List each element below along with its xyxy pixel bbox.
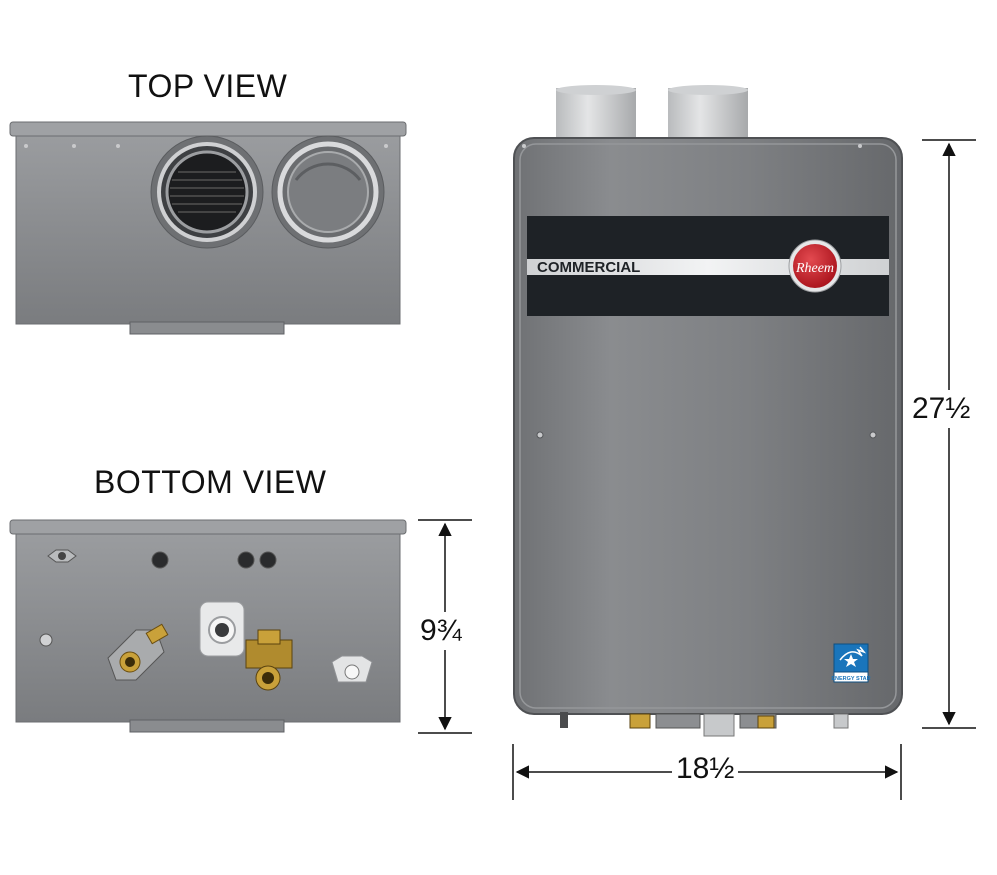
grommet-icon [237, 551, 255, 569]
depth-dimension-label: 9¾ [420, 612, 462, 650]
gas-inlet-icon [107, 623, 169, 681]
height-dimension [922, 139, 976, 729]
valve-icon [39, 633, 53, 647]
grommet-icon [259, 551, 277, 569]
water-heater-front: COMMERCIAL Rheem ENERGY STAR [513, 85, 903, 737]
bottom-view-unit [9, 519, 407, 733]
height-dimension-label: 27½ [912, 390, 971, 428]
exhaust-vent-icon [271, 135, 385, 249]
drain-plug-icon [47, 549, 77, 563]
energy-star-badge: ENERGY STAR [831, 643, 871, 683]
rheem-logo-text: Rheem [795, 261, 834, 276]
condensate-fitting-icon [331, 655, 373, 683]
top-view-unit [9, 121, 407, 335]
vent-pipe-left [556, 88, 636, 140]
screw-icon [869, 431, 877, 439]
top-view-lip [9, 121, 407, 137]
bottom-view-lip [9, 519, 407, 535]
vent-pipe-right [668, 88, 748, 140]
intake-vent-icon [150, 135, 264, 249]
rheem-logo: Rheem [788, 239, 842, 293]
water-outlet-icon [199, 601, 245, 657]
commercial-label: COMMERCIAL [537, 259, 640, 276]
bottom-view-title: BOTTOM VIEW [94, 464, 327, 500]
bottom-view-bracket [129, 719, 285, 733]
screw-icon [536, 431, 544, 439]
width-dimension-label: 18½ [672, 752, 739, 786]
top-view-bracket [129, 321, 285, 335]
top-view-title: TOP VIEW [128, 68, 288, 104]
energy-star-text: ENERGY STAR [831, 676, 870, 682]
water-inlet-icon [245, 629, 293, 691]
grommet-icon [151, 551, 169, 569]
bottom-fittings [560, 712, 849, 737]
